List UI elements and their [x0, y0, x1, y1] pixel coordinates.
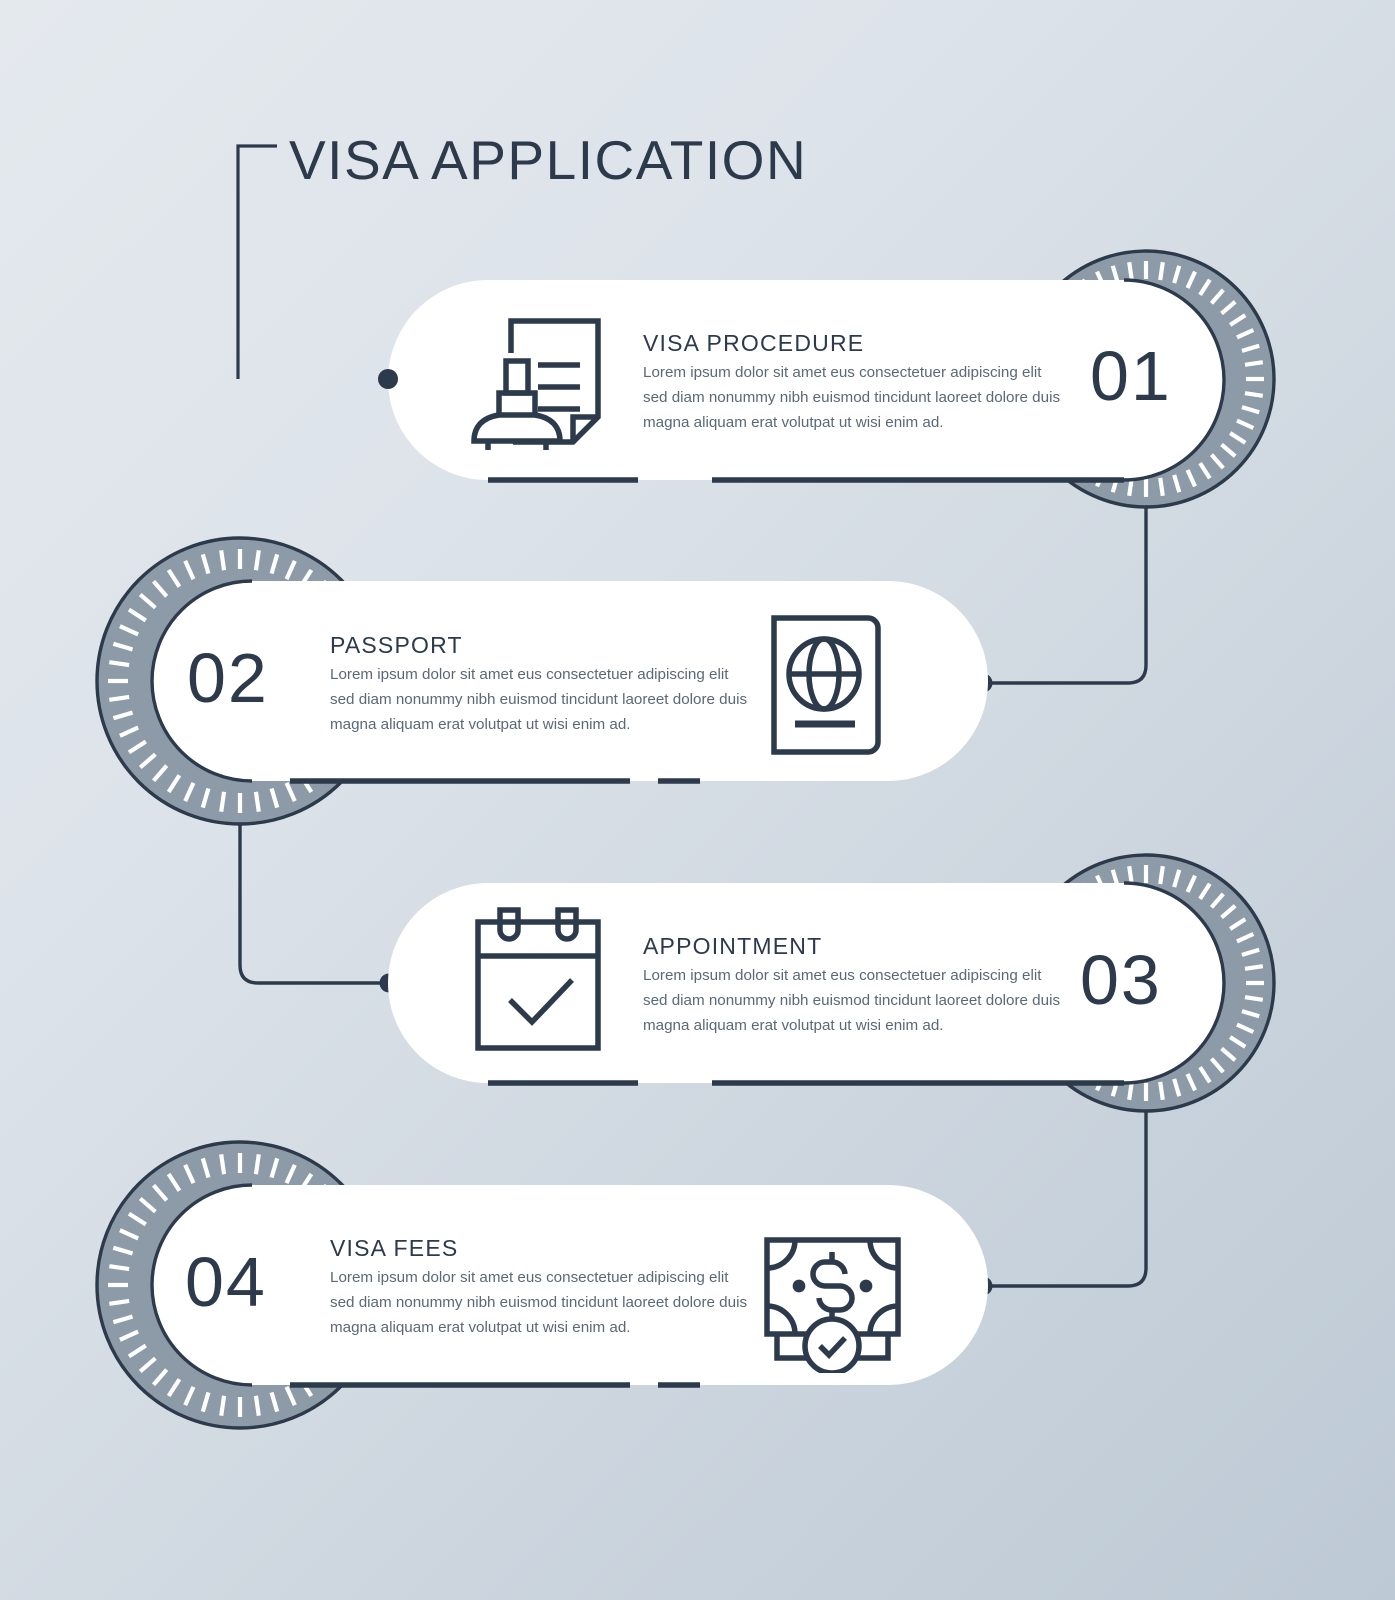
step-3-body: Lorem ipsum dolor sit amet eus consectet… [643, 967, 1061, 1034]
step-3-number: 03 [1080, 941, 1162, 1019]
step-4-body: Lorem ipsum dolor sit amet eus consectet… [330, 1269, 748, 1336]
connector-2-3 [238, 822, 389, 985]
document-stamp-icon [468, 305, 618, 460]
connector-1-2 [984, 505, 1148, 685]
step-3-title: APPOINTMENT [643, 933, 823, 959]
step-1-body: Lorem ipsum dolor sit amet eus consectet… [643, 364, 1061, 431]
step-1-title: VISA PROCEDURE [643, 330, 865, 356]
title-bracket [236, 144, 277, 379]
calendar-check-icon [468, 900, 608, 1060]
banknote-dollar-check-icon [755, 1218, 910, 1378]
page-title: VISA APPLICATION [289, 129, 808, 191]
step-4-number: 04 [185, 1243, 267, 1321]
step-2-card[interactable] [150, 579, 988, 784]
step-2-title: PASSPORT [330, 632, 463, 658]
passport-globe-icon [760, 612, 890, 762]
connector-3-4 [984, 1109, 1148, 1288]
step-1-number: 01 [1090, 337, 1172, 415]
connector-dot-1 [378, 369, 398, 389]
step-2-body: Lorem ipsum dolor sit amet eus consectet… [330, 666, 748, 733]
step-2-number: 02 [187, 639, 269, 717]
step-4-title: VISA FEES [330, 1235, 459, 1261]
